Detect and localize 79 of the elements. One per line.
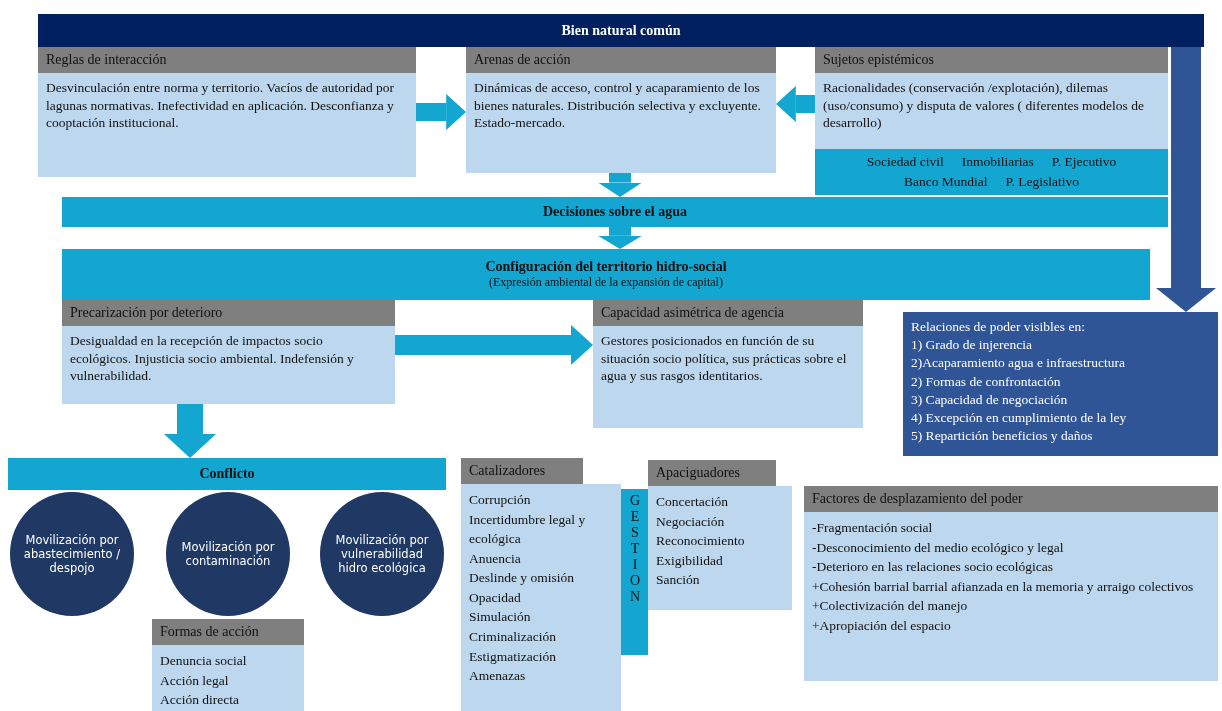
list-item: 1) Grado de injerencia bbox=[911, 336, 1034, 355]
actor-label: P. Legislativo bbox=[1005, 174, 1080, 190]
circle-text: Movilización por contaminación bbox=[180, 540, 276, 568]
card-heading: Precarización por deterioro bbox=[62, 300, 395, 326]
card-text: Dinámicas de acceso, control y acaparamiento de los bienes naturales. Distribución selectiva y excluyente. Estado-mercado. bbox=[474, 79, 762, 132]
card-heading: Sujetos epistémicos bbox=[815, 47, 1168, 73]
band-subtitle: (Expresión ambiental de la expansión de capital) bbox=[489, 275, 723, 290]
card-text: Racionalidades (conservación /explotación), dilemas (uso/consumo) y disputa de valores ( diferentes modelos de desarrollo) bbox=[823, 79, 1145, 132]
list-item: Denuncia social bbox=[160, 652, 248, 670]
list-item: Reconocimiento bbox=[656, 532, 746, 551]
list-item: Amenazas bbox=[469, 667, 527, 686]
band-title: Conflicto bbox=[199, 466, 255, 482]
info-panel bbox=[903, 312, 1218, 456]
list-item: Opacidad bbox=[469, 588, 522, 607]
actor-strip bbox=[815, 149, 1168, 195]
actor-label: Banco Mundial bbox=[903, 174, 988, 190]
list-item: -Fragmentación social bbox=[812, 519, 934, 537]
banner-band bbox=[62, 249, 1150, 300]
panel-heading: Relaciones de poder visibles en: bbox=[911, 318, 1086, 336]
list-item: Acción legal bbox=[160, 671, 230, 690]
list-item: Sanción bbox=[656, 571, 701, 590]
block-arrow bbox=[598, 227, 642, 249]
card-heading: Reglas de interacción bbox=[38, 47, 416, 73]
list-item: 2)Acaparamiento agua e infraestructura bbox=[911, 354, 1126, 373]
card-text: Gestores posicionados en función de su situación socio política, sus prácticas sobre el agua y sus rasgos identitarios. bbox=[601, 332, 848, 385]
circle-text: Movilización por abastecimiento / despojo bbox=[23, 533, 121, 575]
band-title: Bien natural común bbox=[561, 22, 681, 39]
band-title: Configuración del territorio hidro-social bbox=[485, 259, 727, 275]
block-arrow bbox=[395, 325, 593, 365]
banner-band bbox=[8, 458, 446, 490]
info-card bbox=[62, 300, 395, 404]
card-heading: Factores de desplazamiento del poder bbox=[804, 486, 1218, 512]
list-item: Estigmatización bbox=[469, 647, 557, 666]
block-arrow bbox=[164, 404, 216, 458]
list-item: Simulación bbox=[469, 608, 532, 627]
band-title: Decisiones sobre el agua bbox=[543, 204, 687, 220]
info-card bbox=[152, 619, 304, 711]
list-item: Criminalización bbox=[469, 627, 557, 646]
list-item: -Deterioro en las relaciones socio ecológicas bbox=[812, 558, 1055, 577]
card-text: Desvinculación entre norma y territorio. Vacíos de autoridad por lagunas normativas. Inefectividad en aplicación. Desconfianza y cooptación institucional. bbox=[46, 79, 395, 132]
block-arrow bbox=[416, 94, 466, 130]
block-arrow bbox=[1156, 47, 1216, 312]
list-item: 3) Capacidad de negociación bbox=[911, 390, 1069, 409]
list-item: Corrupción bbox=[469, 491, 532, 509]
banner-band bbox=[38, 14, 1204, 47]
block-arrow bbox=[598, 173, 642, 197]
vertical-label-box bbox=[621, 489, 648, 655]
card-heading: Apaciguadores bbox=[648, 460, 776, 486]
actor-label: P. Ejecutivo bbox=[1051, 154, 1117, 170]
circle-text: Movilización por vulnerabilidad hidro ecológica bbox=[334, 533, 430, 575]
card-heading: Catalizadores bbox=[461, 458, 583, 484]
vertical-label: GESTION bbox=[626, 493, 643, 607]
card-text: Desigualdad en la recepción de impactos socio ecológicos. Injusticia socio ambiental. Indefensión y vulnerabilidad. bbox=[70, 332, 355, 385]
list-item: +Colectivización del manejo bbox=[812, 597, 969, 616]
card-heading: Capacidad asimétrica de agencia bbox=[593, 300, 863, 326]
list-item: Exigibilidad bbox=[656, 551, 724, 570]
list-item: Incertidumbre legal y ecológica bbox=[469, 510, 587, 549]
actor-label: Inmobiliarias bbox=[961, 154, 1034, 170]
info-card bbox=[593, 300, 863, 428]
list-item: +Cohesión barrial barrial afianzada en la memoria y arraigo colectivos bbox=[812, 577, 1195, 596]
list-item: 4) Excepción en cumplimiento de la ley bbox=[911, 409, 1128, 428]
card-heading: Arenas de acción bbox=[466, 47, 776, 73]
list-item: Acción directa bbox=[160, 691, 241, 710]
info-card bbox=[648, 460, 792, 610]
list-item: Negociación bbox=[656, 512, 726, 531]
list-item: Deslinde y omisión bbox=[469, 569, 575, 588]
card-heading: Formas de acción bbox=[152, 619, 304, 645]
banner-band bbox=[62, 197, 1168, 227]
list-item: +Apropiación del espacio bbox=[812, 616, 952, 635]
list-item: Concertación bbox=[656, 493, 729, 511]
list-item: -Desconocimiento del medio ecológico y legal bbox=[812, 538, 1065, 557]
info-card bbox=[815, 47, 1168, 149]
list-item: 5) Repartición beneficios y daños bbox=[911, 427, 1094, 446]
list-item: 2) Formas de confrontación bbox=[911, 372, 1062, 391]
actor-label: Sociedad civil bbox=[866, 154, 944, 170]
list-item: Anuencia bbox=[469, 549, 522, 568]
info-card bbox=[38, 47, 416, 177]
block-arrow bbox=[776, 86, 815, 122]
info-card bbox=[466, 47, 776, 173]
